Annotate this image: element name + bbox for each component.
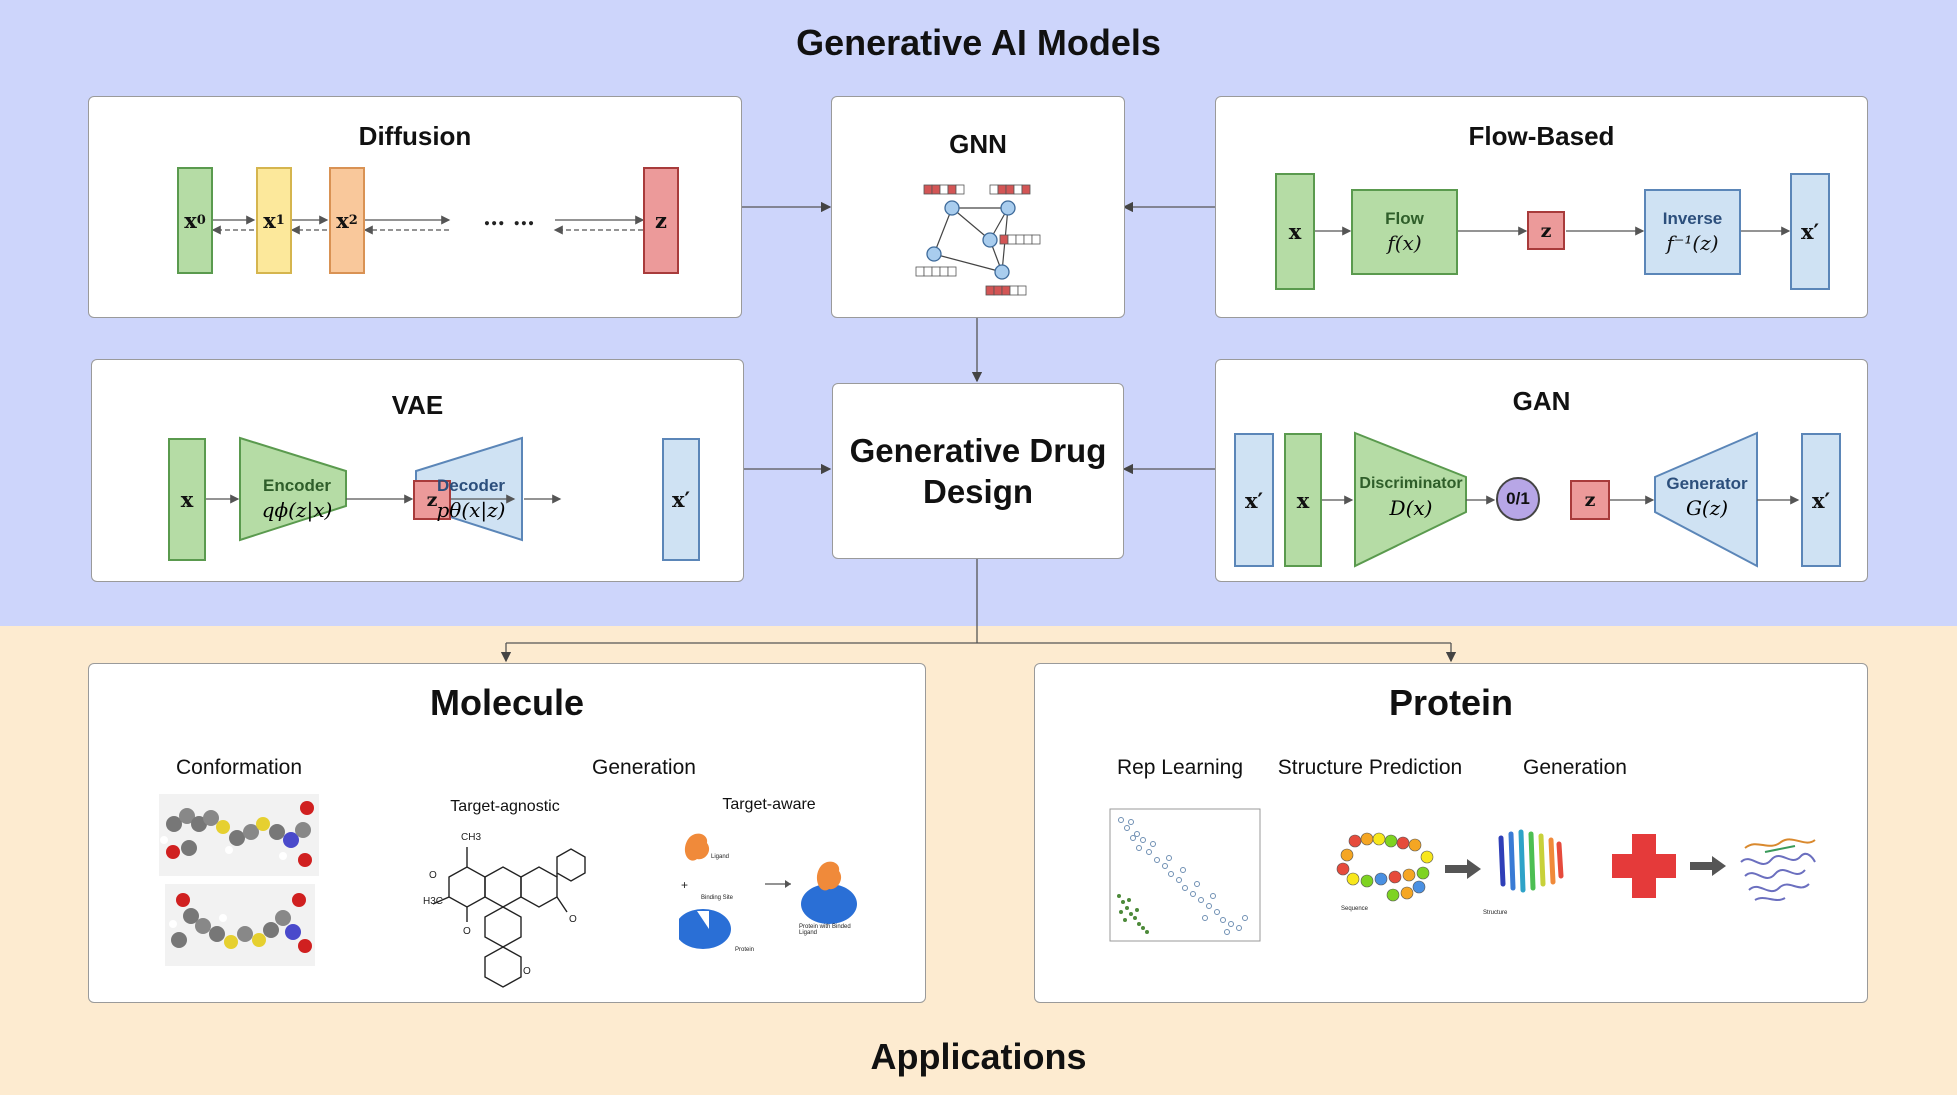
x2-subscript: 2: [348, 213, 358, 228]
generation-arrow-icon: [1690, 856, 1726, 876]
vae-x-block: x: [168, 438, 206, 561]
discriminator-label: Discriminator: [1359, 475, 1463, 492]
protein-binded-label: Protein with Binded Ligand: [799, 924, 851, 936]
target-aware-label: Target-aware: [722, 796, 816, 813]
protein-label: Protein: [735, 947, 755, 953]
h3c-label: H3C: [423, 896, 444, 907]
gan-panel: GAN x′ x Discriminator D(x) 0/1 z Genera…: [1215, 359, 1868, 582]
diffusion-title: Diffusion: [358, 121, 472, 151]
vae-title: VAE: [391, 390, 444, 420]
gan-xprime-out-block: x′: [1801, 433, 1841, 567]
discriminator-shape: [1354, 431, 1467, 568]
encoder-label: Encoder: [262, 476, 332, 495]
svg-text:O: O: [569, 914, 577, 925]
inverse-label: Inverse: [1662, 209, 1723, 228]
structure-arrow-icon: [1445, 859, 1481, 879]
target-aware-image: +: [679, 833, 857, 949]
ch3-label: CH3: [461, 832, 482, 843]
cross-icon: [1612, 834, 1676, 898]
decoder-math: pθ(x|z): [436, 498, 506, 522]
svg-text:O: O: [463, 926, 471, 937]
models-title: Generative AI Models: [796, 22, 1161, 63]
protein-generation-label: Generation: [1523, 756, 1627, 779]
target-agnostic-label: Target-agnostic: [450, 798, 560, 815]
gan-xprime-in-block: x′: [1234, 433, 1274, 567]
decoder-text: Decoder pθ(x|z): [416, 475, 526, 523]
x1-subscript: 1: [275, 213, 285, 228]
drug-design-label: Generative Drug Design: [849, 432, 1107, 510]
sequence-label: Sequence: [1341, 906, 1369, 912]
structure-image: [1498, 829, 1564, 893]
rep-learning-label: Rep Learning: [1116, 756, 1244, 779]
diffusion-z-block: z: [643, 167, 679, 274]
gan-z-block: z: [1570, 480, 1610, 520]
x0-subscript: 0: [196, 213, 206, 228]
applications-title: Applications: [870, 1036, 1087, 1077]
vae-xprime-block: x′: [662, 438, 700, 561]
gan-diagram: [1320, 431, 1800, 568]
flow-x-block: x: [1275, 173, 1315, 290]
gnn-title: GNN: [949, 129, 1007, 159]
flow-z-block: z: [1527, 211, 1565, 250]
gan-x-block: x: [1284, 433, 1322, 567]
structure-label: Structure: [1483, 910, 1508, 916]
diffusion-ellipsis: … …: [483, 205, 535, 231]
molecule-panel: Molecule Conformation Generation Target-…: [88, 663, 926, 1003]
protein-panel: Protein Rep Learning Structure Predictio…: [1034, 663, 1868, 1003]
encoder-shape: [239, 436, 347, 542]
molecule-title: Molecule: [429, 682, 585, 723]
discriminator-text: Discriminator D(x): [1347, 473, 1475, 521]
gan-title: GAN: [1512, 386, 1571, 416]
flow-title: Flow-Based: [1468, 121, 1615, 151]
sequence-image: [1336, 832, 1434, 902]
encoder-text: Encoder qϕ(z|x): [242, 475, 352, 523]
flow-panel: Flow-Based x Flow f(x) z Inverse f⁻¹(z) …: [1215, 96, 1868, 318]
flow-xprime-block: x′: [1790, 173, 1830, 290]
binding-site-label: Binding Site: [701, 895, 734, 901]
gnn-graph: [915, 184, 1041, 296]
generator-label: Generator: [1666, 474, 1748, 493]
drug-design-box: Generative Drug Design: [832, 383, 1124, 559]
decoder-label: Decoder: [436, 476, 506, 495]
structure-prediction-label: Structure Prediction: [1277, 756, 1463, 779]
svg-text:O: O: [429, 870, 437, 881]
generation-label: Generation: [592, 756, 696, 779]
svg-text:+: +: [681, 878, 688, 892]
gnn-panel: GNN: [831, 96, 1125, 318]
x0-symbol: x: [184, 208, 197, 233]
vae-z-block: z: [413, 480, 451, 520]
x2-symbol: x: [336, 208, 349, 233]
discriminator-math: D(x): [1389, 496, 1433, 520]
vae-panel: VAE x Encoder qϕ(z|x) z Decoder pθ(x|z) …: [91, 359, 744, 582]
x1-symbol: x: [263, 208, 276, 233]
flow-arrows: [1315, 226, 1791, 236]
diffusion-arrows: [211, 215, 645, 235]
generator-text: Generator G(z): [1652, 473, 1762, 521]
encoder-math: qϕ(z|x): [261, 498, 333, 522]
flow-math: f(x): [1387, 231, 1422, 255]
gan-output-circle: 0/1: [1496, 477, 1540, 521]
generated-protein-image: [1740, 838, 1816, 901]
conformation-label: Conformation: [175, 756, 303, 779]
flow-f-block: Flow f(x): [1351, 189, 1458, 275]
generator-math: G(z): [1685, 496, 1729, 520]
flow-inverse-block: Inverse f⁻¹(z): [1644, 189, 1741, 275]
rep-learning-scatter: [1109, 808, 1261, 942]
flow-label: Flow: [1385, 209, 1424, 228]
conformation-image: [159, 794, 319, 966]
svg-text:O: O: [523, 966, 531, 977]
protein-title: Protein: [1388, 682, 1513, 723]
generator-shape: [1654, 431, 1758, 568]
target-agnostic-structure: O O O O: [429, 847, 586, 988]
ligand-label: Ligand: [711, 854, 730, 860]
inverse-math: f⁻¹(z): [1666, 231, 1719, 255]
